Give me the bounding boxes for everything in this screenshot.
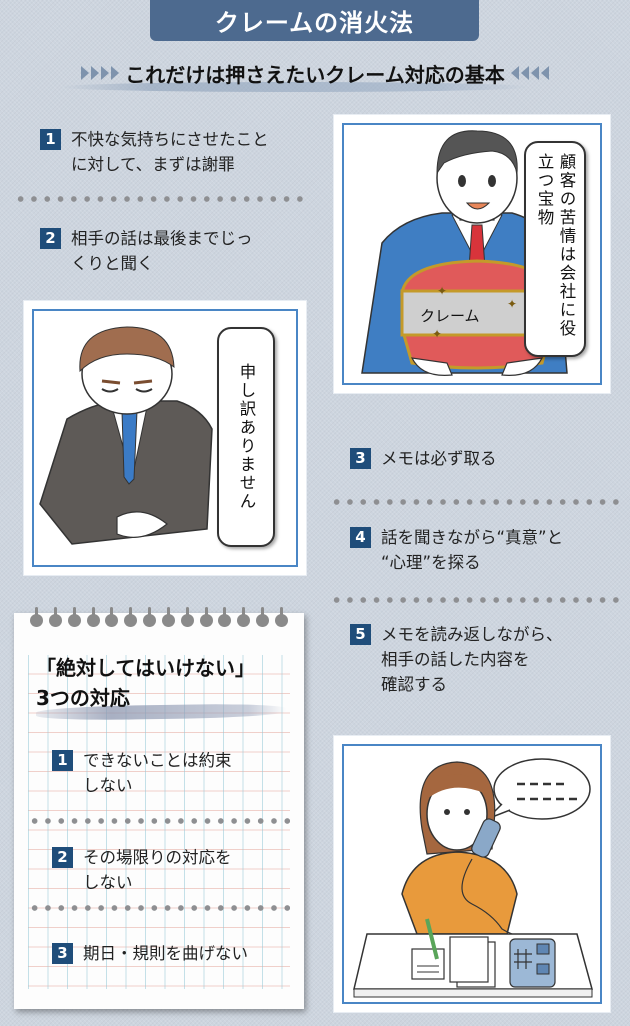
basic-step-5: 5 メモを読み返しながら、 相手の話した内容を 確認する xyxy=(350,622,620,697)
step-number-badge: 1 xyxy=(40,129,61,150)
step-number-badge: 4 xyxy=(350,527,371,548)
speech-bubble-treasure: 顧客の苦情は会社に役立つ宝物 xyxy=(524,141,586,357)
brush-stroke-decoration xyxy=(60,82,530,92)
svg-text:✦: ✦ xyxy=(437,284,447,298)
bowing-businessman-icon xyxy=(39,326,213,545)
step-number-badge: 3 xyxy=(52,943,73,964)
never-do-item-3: 3 期日・規則を曲げない xyxy=(52,941,292,966)
speech-bubble-apology: 申し訳ありません xyxy=(217,327,275,547)
svg-text:クレーム: クレーム xyxy=(420,307,480,325)
illustration-phone-panel xyxy=(334,736,610,1012)
dotted-divider xyxy=(14,196,304,202)
step-number-badge: 2 xyxy=(40,228,61,249)
never-do-item-1: 1 できないことは約束 しない xyxy=(52,748,292,798)
dotted-divider xyxy=(28,818,290,824)
dotted-divider xyxy=(330,597,620,603)
page-title: クレームの消火法 xyxy=(150,0,479,41)
basic-step-3: 3 メモは必ず取る xyxy=(350,446,620,471)
basic-step-1: 1 不快な気持ちにさせたこと に対して、まずは謝罪 xyxy=(40,127,320,177)
illustration-bowing-panel: 申し訳ありません xyxy=(24,301,306,575)
step-text: その場限りの対応を しない xyxy=(83,848,232,892)
step-text: メモは必ず取る xyxy=(381,449,497,468)
subtitle-text: これだけは押さえたいクレーム対応の基本 xyxy=(125,62,505,87)
illustration-treasure-panel: クレーム ✦ ✦ ✦ 顧客の苦情は会社に役立つ宝物 xyxy=(334,115,610,393)
notebook-card-never-do: 「絶対してはいけない」 3つの対応 1 できないことは約束 しない 2 その場限… xyxy=(14,607,304,1009)
step-text: 期日・規則を曲げない xyxy=(83,944,248,963)
step-number-badge: 1 xyxy=(52,750,73,771)
step-text: 相手の話は最後までじっ くりと聞く xyxy=(71,229,253,273)
basic-step-4: 4 話を聞きながら“真意”と “心理”を探る xyxy=(350,525,620,575)
left-arrows-icon xyxy=(510,66,549,80)
spiral-rings-icon xyxy=(30,607,288,627)
dotted-divider xyxy=(28,905,290,911)
step-text: できないことは約束 しない xyxy=(83,751,232,795)
page-title-text: クレームの消火法 xyxy=(214,9,415,37)
step-number-badge: 5 xyxy=(350,624,371,645)
basic-step-2: 2 相手の話は最後までじっ くりと聞く xyxy=(40,226,320,276)
notebook-title: 「絶対してはいけない」 3つの対応 xyxy=(36,656,255,710)
step-number-badge: 2 xyxy=(52,847,73,868)
businessman-holding-chest-icon: クレーム ✦ ✦ ✦ xyxy=(361,130,568,376)
step-number-badge: 3 xyxy=(350,448,371,469)
right-arrows-icon xyxy=(81,66,120,80)
svg-text:✦: ✦ xyxy=(432,327,442,341)
svg-text:✦: ✦ xyxy=(507,297,517,311)
section-subtitle: これだけは押さえたいクレーム対応の基本 xyxy=(0,52,630,94)
dotted-divider xyxy=(330,499,620,505)
step-text: メモを読み返しながら、 相手の話した内容を 確認する xyxy=(381,625,563,694)
never-do-item-2: 2 その場限りの対応を しない xyxy=(52,845,292,895)
woman-on-phone-taking-notes-icon xyxy=(353,758,593,998)
step-text: 不快な気持ちにさせたこと に対して、まずは謝罪 xyxy=(71,130,269,174)
step-text: 話を聞きながら“真意”と “心理”を探る xyxy=(381,528,564,572)
